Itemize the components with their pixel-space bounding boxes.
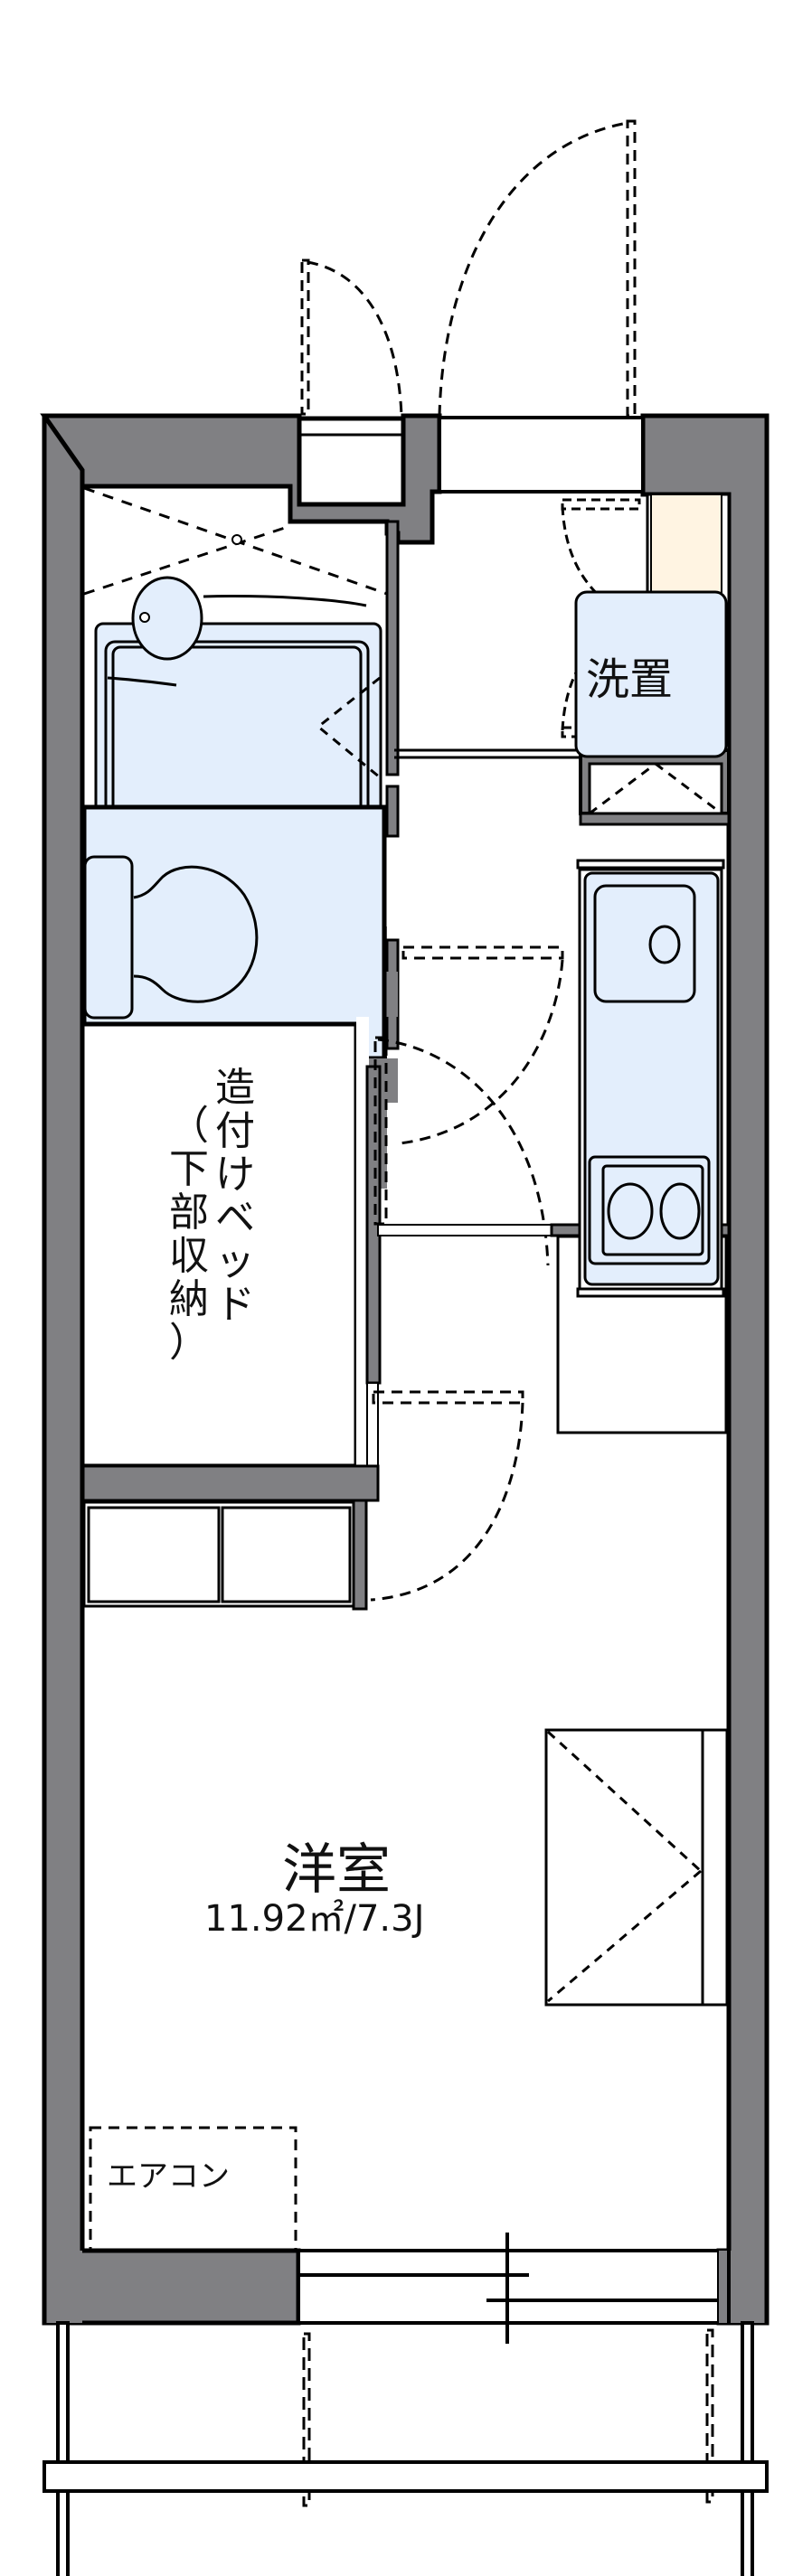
storage-shelves (82, 1500, 355, 1608)
bed-char-3: け (215, 1152, 255, 1198)
bed-char-6: ド (215, 1282, 255, 1328)
bed-char-2: 付 (215, 1108, 255, 1154)
bed-sub-char-5: 納 (169, 1276, 209, 1322)
entrance-threshold (438, 416, 645, 494)
entrance-door-swing (438, 119, 637, 418)
bed-sub-char-4: 収 (169, 1233, 209, 1279)
built-in-bed (80, 1021, 359, 1469)
kitchen-counter (576, 859, 725, 1298)
built-in-bed-sublabel: （ 下 部 収 納 ） (166, 1105, 212, 1365)
balcony-sash-lines (302, 2328, 714, 2507)
bath-door-marker (316, 676, 381, 779)
bed-char-4: ベ (215, 1195, 255, 1241)
western-room-name: 洋室 (282, 1838, 391, 1902)
bed-sub-char-1: （ (169, 1103, 209, 1149)
built-in-bed-label: 造 付 け ベ ッ ド (212, 1067, 258, 1327)
balcony-window (297, 2233, 721, 2344)
bed-char-1: 造 (215, 1065, 255, 1111)
bed-sub-char-6: ） (169, 1320, 209, 1366)
vent-block (297, 416, 406, 507)
bed-char-5: ッ (215, 1238, 255, 1284)
toilet-door-swing (399, 945, 564, 1145)
air-conditioner-label: エアコン (107, 2158, 230, 2195)
washer-pad (574, 590, 728, 758)
room-door-swing (370, 1390, 524, 1602)
western-room-area: 11.92㎡/7.3J (204, 1898, 425, 1940)
bed-sub-char-2: 下 (169, 1146, 209, 1192)
washer-space-label: 洗置 (586, 654, 674, 705)
bed-sub-char-3: 部 (169, 1189, 209, 1236)
balcony-railing (42, 2321, 769, 2576)
small-door-swing (300, 259, 403, 417)
closet-in-room (544, 1728, 729, 2007)
